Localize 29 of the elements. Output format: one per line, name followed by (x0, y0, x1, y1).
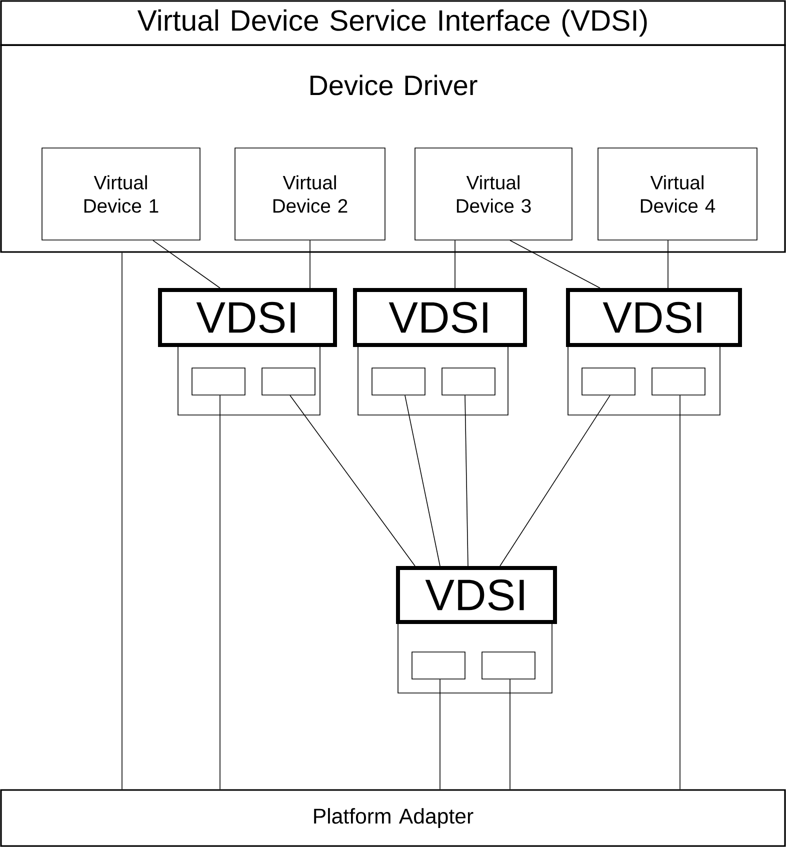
vdsi-panel (178, 344, 320, 416)
connector-line (404, 395, 440, 566)
slot-box (442, 368, 496, 396)
slot-box (412, 652, 466, 680)
slot-box (372, 368, 426, 396)
slot-box (192, 368, 246, 396)
vdsi-box: VDSI (158, 288, 337, 347)
connector-line (152, 240, 220, 288)
connector-line (500, 395, 610, 566)
connector-line (510, 240, 600, 288)
slot-box (482, 652, 536, 680)
interface-bar: Virtual Device Service Interface (VDSI) (0, 0, 786, 46)
vdsi-box: VDSI (353, 288, 527, 347)
adapter-bar: Platform Adapter (0, 789, 786, 847)
connector-line (454, 240, 456, 288)
vdsi-box: VDSI (566, 288, 742, 347)
vdsi-panel (358, 344, 508, 416)
slot-box (582, 368, 636, 396)
vdsi-panel (568, 344, 720, 416)
device-box: Virtual Device 4 (598, 148, 758, 240)
connector-line (290, 395, 416, 566)
slot-box (262, 368, 316, 396)
slot-box (652, 368, 706, 396)
device-box: Virtual Device 3 (414, 148, 572, 240)
device-box: Virtual Device 1 (42, 148, 200, 240)
connector-line (464, 395, 468, 566)
device-box: Virtual Device 2 (234, 148, 386, 240)
vdsi-box: VDSI (396, 566, 557, 624)
vdsi-panel (398, 622, 552, 694)
